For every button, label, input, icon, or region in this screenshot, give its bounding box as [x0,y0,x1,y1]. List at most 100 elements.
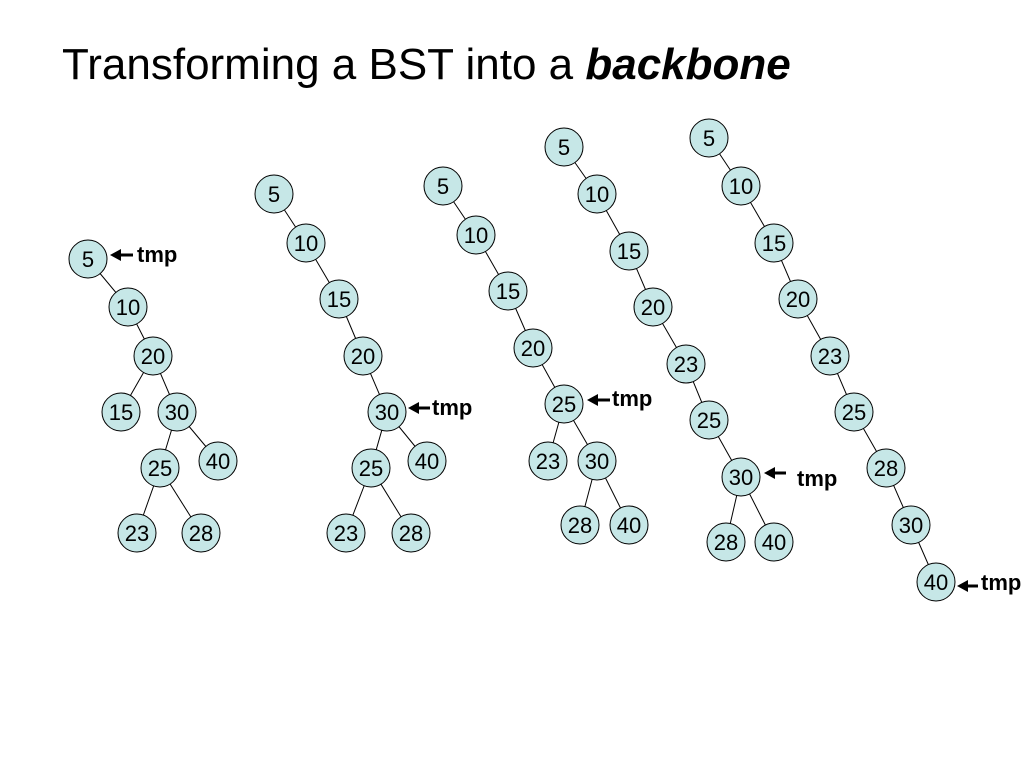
title-text: Transforming a BST into a [62,40,586,89]
node-circle [528,441,568,481]
node-label: 10 [464,223,488,248]
node-label: 40 [924,570,948,595]
tree-node: 23 [117,513,157,553]
node-circle [140,448,180,488]
tree-node: 25 [351,448,391,488]
node-label: 40 [762,530,786,555]
node-circle [286,223,326,263]
pointer-label: tmp [137,242,177,267]
node-label: 5 [82,247,94,272]
tmp-pointer: tmp [110,242,177,267]
tmp-pointer: tmp [957,570,1021,595]
node-circle [117,513,157,553]
node-label: 20 [521,336,545,361]
node-circle [778,279,818,319]
node-label: 30 [899,513,923,538]
tree-node: 40 [754,522,794,562]
node-circle [391,513,431,553]
tree-node: 30 [367,392,407,432]
node-circle [407,441,447,481]
tmp-pointer: tmp [764,466,837,491]
tree-node: 10 [286,223,326,263]
tree-node: 25 [544,384,584,424]
node-circle [866,448,906,488]
tree-node: 28 [866,448,906,488]
tmp-pointer: tmp [408,395,472,420]
pointer-label: tmp [981,570,1021,595]
node-label: 30 [165,400,189,425]
node-circle [754,522,794,562]
node-label: 25 [359,456,383,481]
tree-node: 25 [834,392,874,432]
node-label: 28 [399,521,423,546]
node-circle [343,336,383,376]
node-circle [721,457,761,497]
node-label: 20 [351,344,375,369]
node-circle [916,562,956,602]
node-circle [101,392,141,432]
node-circle [544,127,584,167]
node-label: 10 [729,174,753,199]
tree-node: 40 [609,505,649,545]
node-label: 23 [818,344,842,369]
tree-node: 30 [891,505,931,545]
node-circle [423,166,463,206]
tree-node: 20 [343,336,383,376]
node-circle [810,336,850,376]
node-circle [198,441,238,481]
node-circle [319,279,359,319]
node-label: 15 [617,239,641,264]
tree-node: 10 [108,287,148,327]
node-circle [133,336,173,376]
tree-node: 28 [706,522,746,562]
node-label: 40 [617,513,641,538]
tree-node: 23 [528,441,568,481]
pointer-arrow-head-icon [110,249,121,261]
node-circle [666,344,706,384]
tree-node: 40 [198,441,238,481]
node-label: 30 [729,465,753,490]
pointer-label: tmp [612,386,652,411]
node-label: 30 [585,449,609,474]
tree-node: 20 [778,279,818,319]
node-label: 23 [674,352,698,377]
tree-node: 40 [916,562,956,602]
tree-node: 5 [544,127,584,167]
tree-node: 5 [689,118,729,158]
node-circle [633,287,673,327]
node-circle [544,384,584,424]
node-label: 5 [268,182,280,207]
tree-node: 25 [689,400,729,440]
pointer-arrow-head-icon [957,580,968,592]
node-circle [721,166,761,206]
node-label: 25 [842,400,866,425]
tree-node: 30 [721,457,761,497]
pointer-label: tmp [797,466,837,491]
node-label: 15 [109,400,133,425]
tree-node: 30 [577,441,617,481]
tree-node: 23 [326,513,366,553]
node-label: 20 [141,344,165,369]
pointer-arrow-head-icon [408,402,419,414]
node-label: 5 [558,135,570,160]
tree-node: 28 [560,505,600,545]
tree-node: 25 [140,448,180,488]
tree-node: 20 [633,287,673,327]
slide-title: Transforming a BST into a backbone [62,39,791,92]
node-circle [706,522,746,562]
tree-node: 23 [810,336,850,376]
node-label: 15 [762,231,786,256]
tree-node: 28 [391,513,431,553]
node-circle [689,118,729,158]
pointer-label: tmp [432,395,472,420]
node-circle [108,287,148,327]
node-circle [351,448,391,488]
node-label: 28 [874,456,898,481]
node-label: 10 [116,295,140,320]
tmp-pointer: tmp [587,386,652,411]
tree-node: 23 [666,344,706,384]
